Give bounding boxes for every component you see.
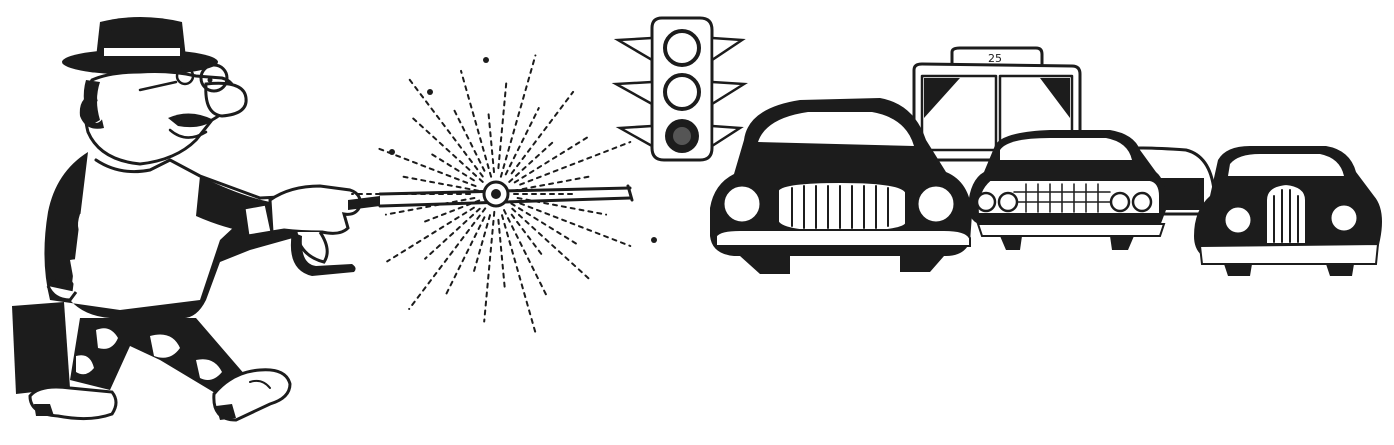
- hand-icon: [268, 184, 362, 264]
- middle-lamp: [663, 73, 701, 111]
- light-ray: [519, 141, 632, 186]
- light-ray: [508, 139, 557, 183]
- light-ray: [445, 216, 486, 296]
- light-ray: [510, 213, 546, 259]
- light-ray: [501, 214, 537, 334]
- sedan-icon: [1194, 146, 1382, 276]
- light-ray: [510, 202, 579, 246]
- trousers-icon: [70, 318, 246, 396]
- light-ray: [513, 134, 593, 184]
- light-ray: [412, 117, 484, 183]
- light-ray: [510, 90, 575, 175]
- light-ray: [487, 113, 495, 174]
- pedestrian-with-cane-icon: [12, 17, 634, 422]
- traffic-light-icon: [611, 16, 748, 162]
- light-ray: [375, 146, 477, 188]
- light-ray: [512, 175, 592, 192]
- burst-spark: [483, 57, 489, 63]
- light-ray: [384, 197, 476, 216]
- burst-spark: [389, 149, 395, 155]
- burst-spark: [427, 89, 433, 95]
- light-ray: [497, 81, 508, 170]
- sedan-icon: [710, 98, 972, 274]
- light-ray: [424, 207, 481, 260]
- hat-icon: [62, 17, 218, 75]
- light-ray: [460, 69, 493, 178]
- light-ray: [504, 107, 540, 176]
- light-ray: [511, 207, 592, 282]
- light-ray: [519, 202, 632, 247]
- light-ray: [400, 175, 480, 192]
- light-ray: [427, 150, 475, 182]
- light-ray: [497, 218, 506, 291]
- shoes-icon: [28, 368, 292, 422]
- light-ray: [473, 214, 491, 272]
- burst-center: [491, 189, 501, 199]
- head-icon: [79, 63, 248, 166]
- light-ray: [499, 54, 537, 178]
- light-ray: [503, 209, 547, 296]
- light-ray: [483, 210, 496, 323]
- light-ray: [516, 197, 608, 216]
- light-ray: [452, 107, 486, 172]
- top-lamp: [663, 29, 701, 67]
- burst-spark: [651, 237, 657, 243]
- light-burst-icon: [351, 54, 657, 334]
- briefcase-icon: [12, 274, 78, 394]
- coat-icon: [44, 152, 302, 319]
- light-ray: [386, 206, 475, 263]
- light-ray: [408, 78, 484, 178]
- light-ray: [420, 199, 481, 224]
- light-ray: [408, 207, 487, 310]
- bus-plate-number: 25: [988, 52, 1002, 65]
- sedan-icon: [968, 130, 1167, 250]
